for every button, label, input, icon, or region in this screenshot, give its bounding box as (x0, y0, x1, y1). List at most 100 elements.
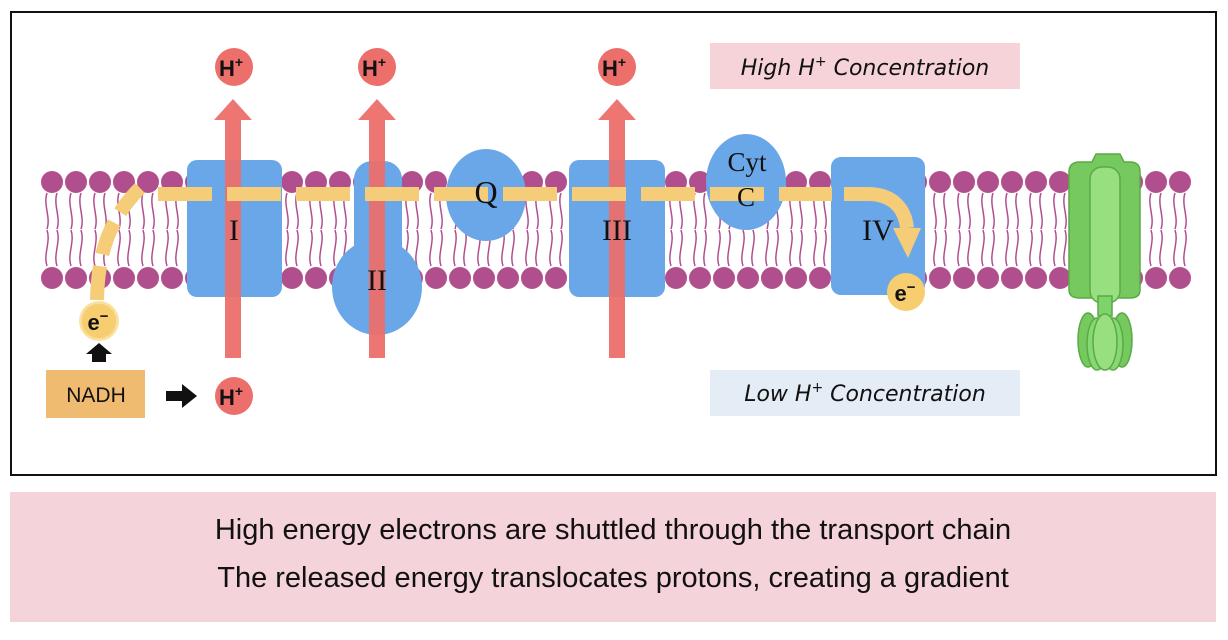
lipid-tail (1005, 229, 1009, 267)
cyt-label-line2: C (737, 182, 755, 212)
lipid-tail (1149, 192, 1153, 230)
lipid-tail (693, 229, 697, 267)
lipid-tail (669, 229, 673, 267)
lipid-head (953, 171, 975, 193)
lipid-head (1169, 171, 1191, 193)
lipid-head (809, 267, 831, 289)
lipid-head (665, 267, 687, 289)
cyt-label-line1: Cyt (727, 147, 767, 177)
lipid-tail (1039, 192, 1043, 230)
lipid-head (689, 267, 711, 289)
lipid-tail (741, 229, 745, 267)
lipid-tail (933, 192, 937, 230)
lipid-tail (79, 229, 83, 267)
lipid-tail (295, 229, 299, 267)
lipid-tail (93, 192, 97, 230)
lipid-head (1169, 267, 1191, 289)
lipid-tail (559, 229, 563, 267)
lipid-tail (967, 192, 971, 230)
lipid-tail (55, 192, 59, 230)
svg-text:H+: H+ (219, 383, 243, 410)
lipid-tail (559, 192, 563, 230)
atp-synthase (1068, 153, 1141, 371)
lipid-tail (1183, 192, 1187, 230)
electron-left: e− (79, 301, 119, 341)
lipid-tail (141, 229, 145, 267)
lipid-tail (943, 192, 947, 230)
lipid-tail (933, 229, 937, 267)
proton-arrow-complex-iii (598, 99, 636, 358)
nadh-box: NADH (46, 370, 145, 418)
lipid-tail (1029, 229, 1033, 267)
lipid-tail (69, 192, 73, 230)
lipid-head (65, 267, 87, 289)
lipid-head (1025, 171, 1047, 193)
lipid-head (977, 267, 999, 289)
lipid-head (953, 267, 975, 289)
lipid-tail (319, 229, 323, 267)
lipid-tail (141, 192, 145, 230)
lipid-tail (1159, 229, 1163, 267)
lipid-tail (151, 192, 155, 230)
lipid-tail (703, 192, 707, 230)
lipid-tail (1005, 192, 1009, 230)
caption-line-2: The released energy translocates protons… (217, 562, 1009, 594)
lipid-head (89, 171, 111, 193)
lipid-head (281, 267, 303, 289)
lipid-tail (957, 229, 961, 267)
lipid-tail (679, 229, 683, 267)
lipid-head (545, 267, 567, 289)
lipid-head (521, 267, 543, 289)
lipid-tail (55, 229, 59, 267)
lipid-head (1145, 171, 1167, 193)
lipid-tail (765, 229, 769, 267)
lipid-head (1049, 171, 1071, 193)
right-arrow-icon (166, 384, 197, 408)
lipid-tail (117, 229, 121, 267)
lipid-tail (535, 229, 539, 267)
proton-ion-bottom: H+ (215, 377, 253, 415)
lipid-tail (45, 229, 49, 267)
lipid-tail (751, 229, 755, 267)
lipid-tail (285, 192, 289, 230)
complex-i-label: I (229, 214, 239, 247)
lipid-head (497, 267, 519, 289)
complex-iv-label: IV (862, 214, 894, 247)
proton-ion-top-3: H+ (598, 48, 636, 86)
lipid-head (1025, 267, 1047, 289)
lipid-tail (549, 229, 553, 267)
lipid-head (785, 267, 807, 289)
lipid-tail (1149, 229, 1153, 267)
lipid-tail (727, 229, 731, 267)
proton-arrow-complex-ii (358, 99, 396, 358)
lipid-head (737, 267, 759, 289)
lipid-tail (165, 229, 169, 267)
low-concentration-label: Low H+ Concentration (710, 370, 1020, 416)
q-label: Q (474, 174, 497, 210)
lipid-tail (439, 229, 443, 267)
lipid-tail (799, 229, 803, 267)
lipid-head (1001, 171, 1023, 193)
lipid-tail (127, 229, 131, 267)
lipid-tail (175, 229, 179, 267)
lipid-head (1145, 267, 1167, 289)
lipid-tail (703, 229, 707, 267)
electron-right: e− (887, 273, 925, 311)
lipid-tail (511, 229, 515, 267)
lipid-tail (309, 229, 313, 267)
high-concentration-label: High H+ Concentration (710, 43, 1020, 89)
lipid-tail (991, 192, 995, 230)
svg-text:Low H+ Concentration: Low H+ Concentration (744, 380, 986, 407)
lipid-head (1049, 267, 1071, 289)
lipid-tail (525, 229, 529, 267)
lipid-head (425, 267, 447, 289)
lipid-tail (429, 229, 433, 267)
up-arrow-icon (86, 343, 112, 362)
lipid-head (713, 267, 735, 289)
proton-ion-top-2: H+ (358, 48, 396, 86)
lipid-head (449, 267, 471, 289)
lipid-tail (1063, 192, 1067, 230)
lipid-tail (1173, 229, 1177, 267)
lipid-tail (1029, 192, 1033, 230)
lipid-tail (1015, 192, 1019, 230)
